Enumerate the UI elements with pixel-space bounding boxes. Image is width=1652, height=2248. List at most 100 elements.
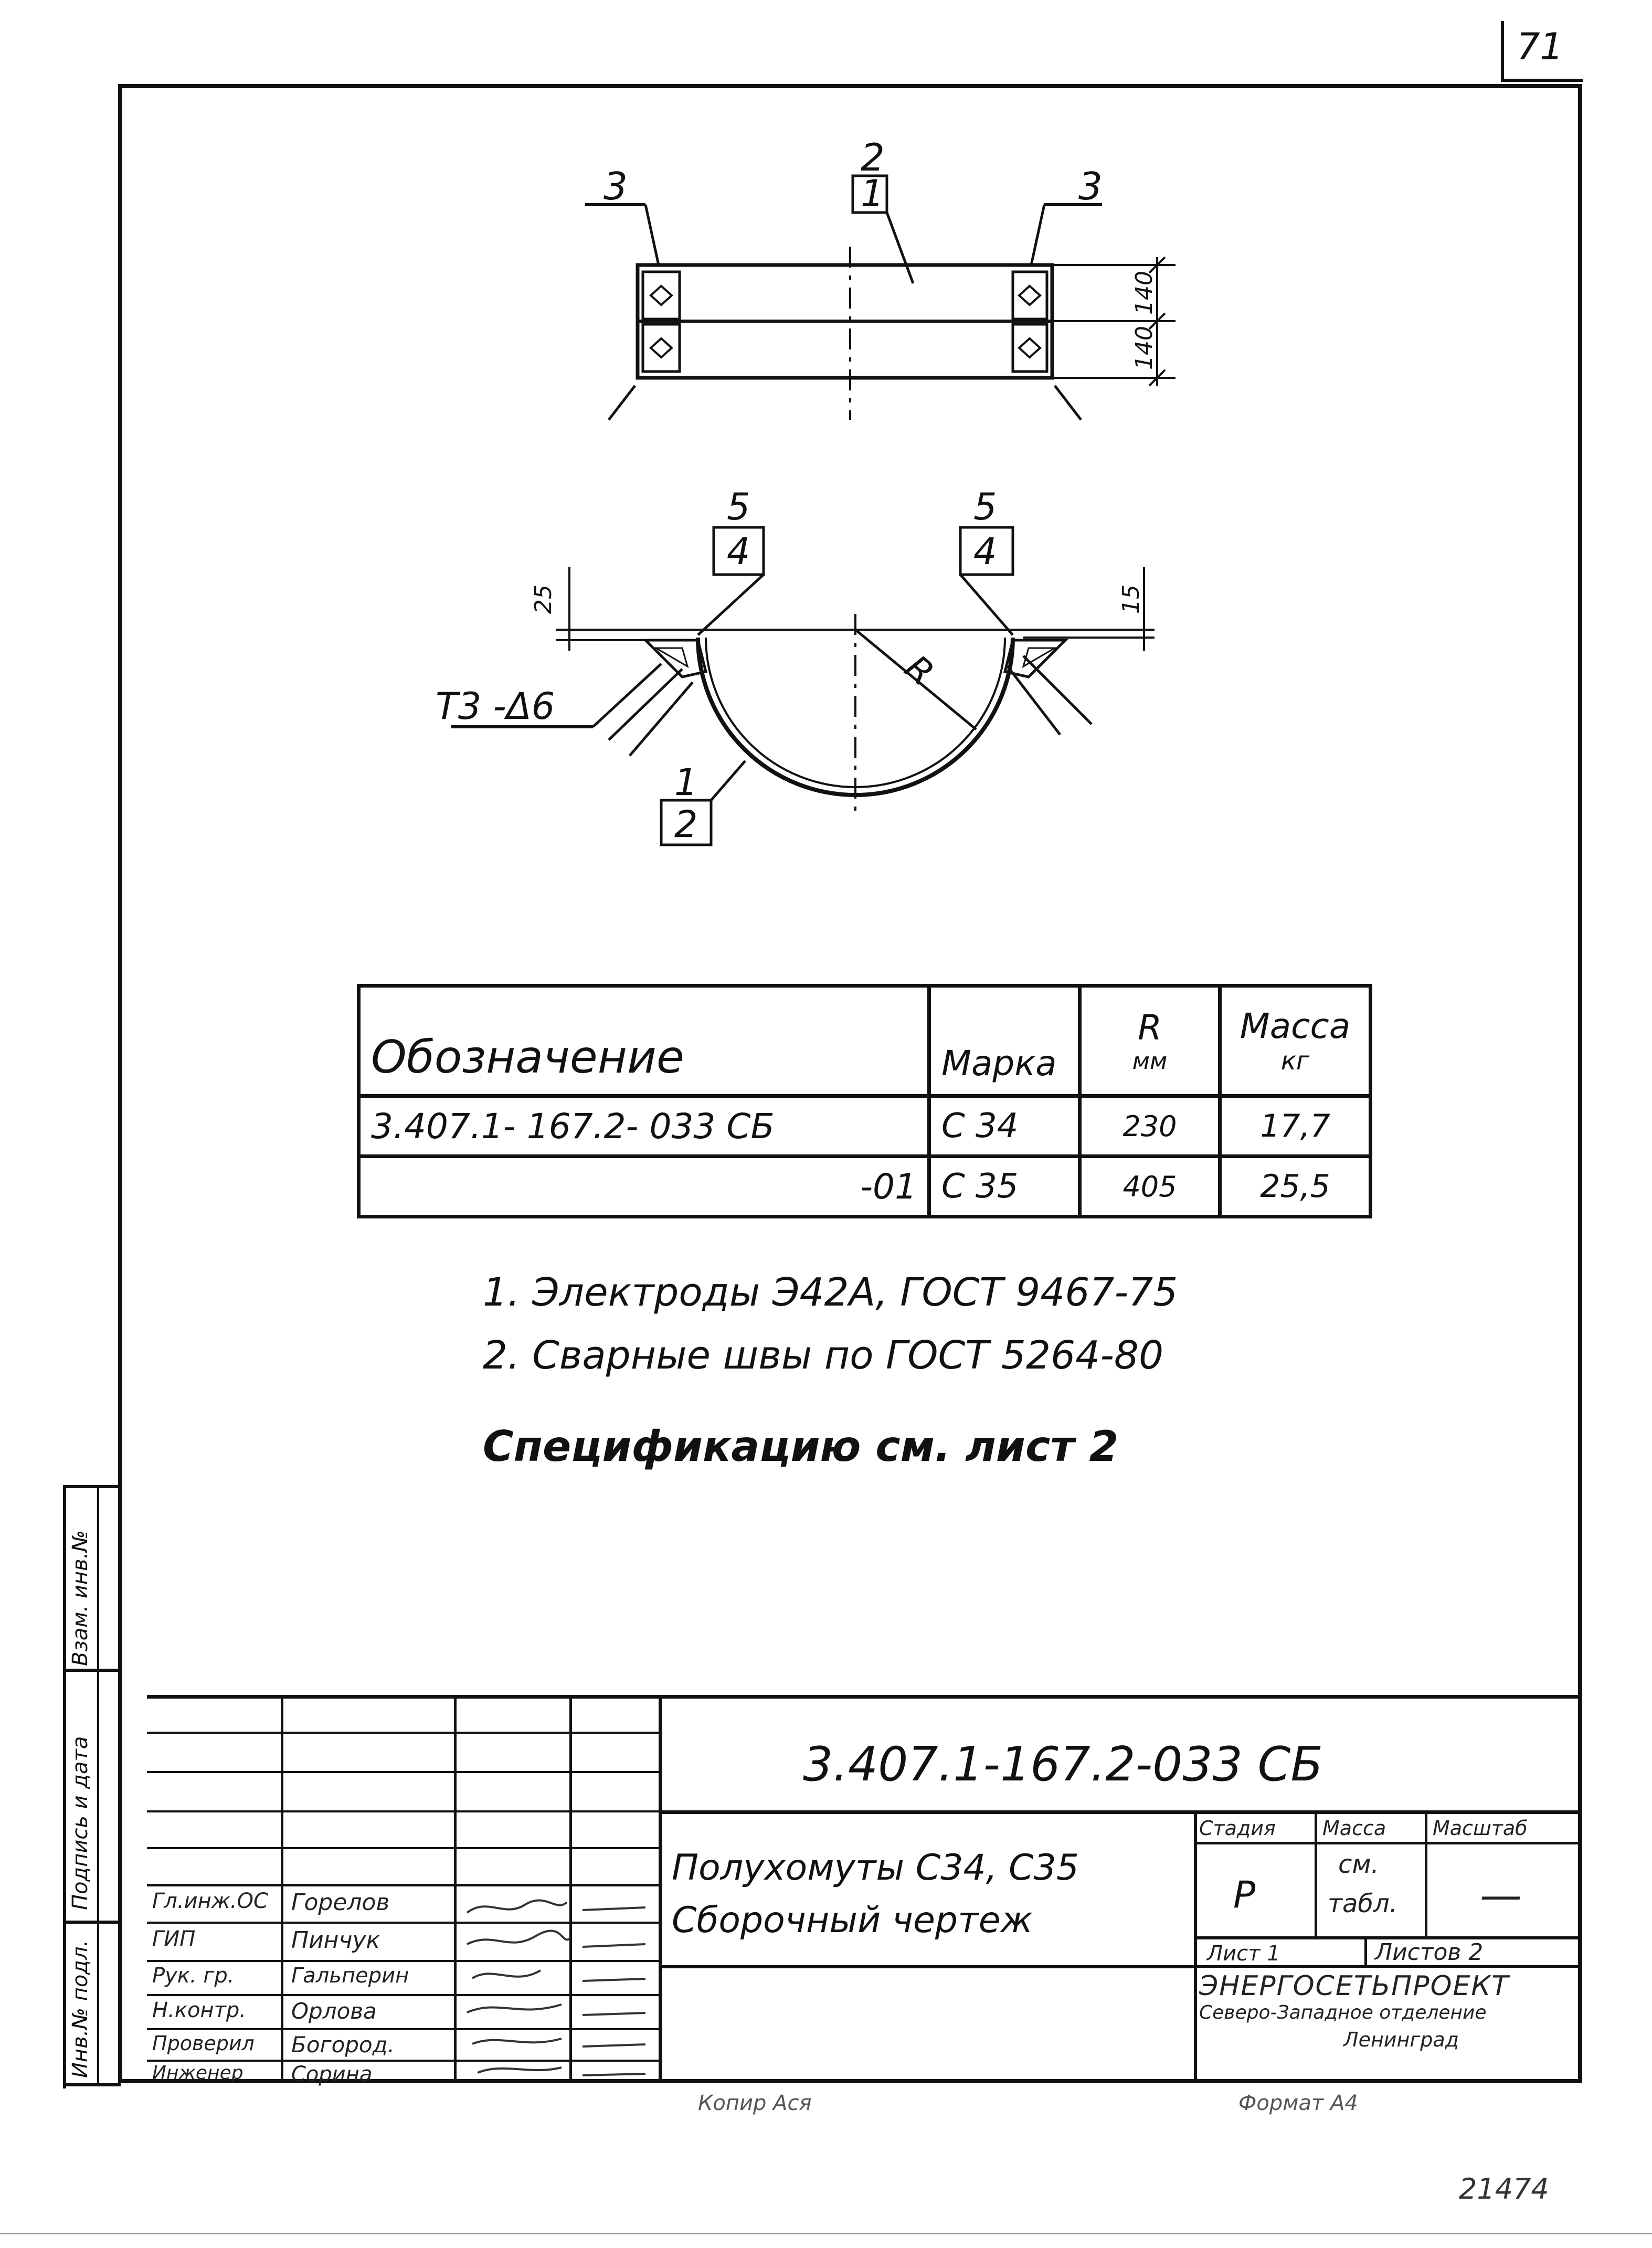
scan-edge <box>0 2233 1652 2234</box>
dim-140-b: 140 <box>1131 326 1158 370</box>
mass-value-2: табл. <box>1328 1889 1397 1918</box>
tb-row1 <box>147 1732 659 1734</box>
front-view <box>451 526 1155 846</box>
side-strip-div2 <box>63 1921 121 1924</box>
copied-label: Копир Ася <box>698 2091 812 2115</box>
role-3: Рук. гр. <box>152 1964 235 1988</box>
row2-mass: 25,5 <box>1218 1154 1372 1218</box>
role-5: Проверил <box>152 2032 255 2055</box>
dim-140-a: 140 <box>1131 271 1158 315</box>
tb-row4 <box>147 1847 659 1849</box>
tb-info-col3 <box>1364 1936 1367 1965</box>
role-6: Инженер <box>152 2062 243 2084</box>
top-view-labels: 3 2 1 3 140 140 <box>603 135 1158 370</box>
role-2: ГИП <box>152 1927 196 1951</box>
leader-5-right: 5 <box>973 485 997 528</box>
sheet-number: 71 <box>1517 25 1564 68</box>
variants-table: Обозначение Марка R мм Масса кг 3.407.1-… <box>357 984 1372 1218</box>
tb-row8 <box>147 1994 659 1996</box>
leader-4-left: 4 <box>727 530 750 573</box>
sheets-label: Листов 2 <box>1375 1939 1484 1966</box>
stage-value: Р <box>1233 1873 1256 1916</box>
row1-mass: 17,7 <box>1218 1094 1372 1158</box>
archive-stamp: 21474 <box>1459 2172 1549 2205</box>
mass-label: Масса <box>1322 1817 1386 1840</box>
row2-designation: -01 <box>357 1154 931 1218</box>
row1-r: 230 <box>1078 1094 1222 1158</box>
title-block-top <box>147 1695 1582 1699</box>
dim-25: 25 <box>530 585 557 614</box>
leader-1-bottom: 1 <box>674 761 698 804</box>
sign-date-label: Подпись и дата <box>68 1736 92 1910</box>
leader-2: 2 <box>861 135 885 179</box>
tb-info-col2 <box>1425 1810 1427 1936</box>
header-mass-label: Масса <box>1240 1006 1351 1046</box>
tb-row6 <box>147 1922 659 1924</box>
header-mass-unit: кг <box>1280 1046 1310 1076</box>
top-view <box>585 174 1176 421</box>
side-strip-inner-line <box>97 1485 99 2086</box>
row2-r: 405 <box>1078 1154 1222 1218</box>
assembly-drawing: 3 2 1 3 140 140 5 4 5 <box>436 135 1176 846</box>
dim-15: 15 <box>1118 585 1145 614</box>
replace-inv-label: Взам. инв.№ <box>68 1530 92 1666</box>
tb-col1 <box>281 1695 283 2083</box>
role-1: Гл.инж.ОС <box>152 1889 268 1913</box>
tb-row5 <box>147 1884 659 1886</box>
side-strip-div1 <box>63 1669 121 1672</box>
tb-col2 <box>454 1695 457 2083</box>
tb-row7 <box>147 1960 659 1962</box>
tb-info-left <box>1194 1810 1197 2083</box>
leader-3-left: 3 <box>603 164 628 208</box>
header-r-symbol: R <box>1138 1007 1162 1048</box>
side-strip-line <box>63 1485 66 2088</box>
row1-mark: С 34 <box>927 1094 1082 1158</box>
sheet-label: Лист 1 <box>1207 1942 1280 1966</box>
tb-row2 <box>147 1771 659 1773</box>
header-mark: Марка <box>927 984 1082 1098</box>
header-mass: Масса кг <box>1218 984 1372 1098</box>
header-r-unit: мм <box>1132 1047 1168 1075</box>
name-4: Орлова <box>291 1998 377 2024</box>
tb-info-row2 <box>1194 1936 1582 1939</box>
title-block-divider <box>659 1695 662 2083</box>
inv-orig-label: Инв.№ подл. <box>68 1939 92 2078</box>
tb-row9 <box>147 2028 659 2030</box>
header-r: R мм <box>1078 984 1222 1098</box>
name-3: Гальперин <box>291 1964 409 1988</box>
drawing-frame <box>118 84 1582 2083</box>
table-row: 3.407.1- 167.2- 033 СБ С 34 230 17,7 <box>357 1094 1372 1158</box>
note-2: 2. Сварные швы по ГОСТ 5264-80 <box>483 1333 1164 1378</box>
tb-col3 <box>569 1695 572 2083</box>
side-strip-bottom <box>63 2083 121 2086</box>
row1-designation: 3.407.1- 167.2- 033 СБ <box>357 1094 931 1158</box>
side-strip-top <box>63 1485 121 1488</box>
leader-4-right: 4 <box>973 530 997 573</box>
table-row: -01 С 35 405 25,5 <box>357 1154 1372 1218</box>
org-line3: Ленинград <box>1343 2028 1459 2051</box>
signatures <box>466 1899 646 2076</box>
tb-code-bottom <box>659 1810 1582 1814</box>
name-1: Горелов <box>291 1889 390 1916</box>
tb-name-bottom <box>659 1965 1194 1968</box>
row2-mark: С 35 <box>927 1154 1082 1218</box>
org-line2: Северо-Западное отделение <box>1199 2002 1487 2023</box>
weld-label: Т3 -Δ6 <box>436 685 555 728</box>
tb-row10 <box>147 2060 659 2062</box>
format-label: Формат А4 <box>1238 2091 1358 2115</box>
leader-2-bottom: 2 <box>674 803 698 846</box>
mass-value-1: см. <box>1338 1850 1379 1879</box>
tb-info-row3 <box>1194 1965 1582 1968</box>
stage-label: Стадия <box>1199 1817 1276 1840</box>
radius-label: R <box>897 647 942 693</box>
name-6: Сорина <box>291 2062 373 2086</box>
scale-label: Масштаб <box>1433 1817 1528 1840</box>
tb-info-col1 <box>1315 1810 1317 1936</box>
doc-name-line2: Сборочный чертеж <box>672 1900 1033 1941</box>
leader-3-right: 3 <box>1078 164 1103 208</box>
header-designation: Обозначение <box>357 984 931 1098</box>
sheet-number-box: 71 <box>1501 21 1583 82</box>
doc-code: 3.407.1-167.2-033 СБ <box>803 1737 1323 1792</box>
note-1: 1. Электроды Э42А, ГОСТ 9467-75 <box>483 1270 1178 1315</box>
doc-name-line1: Полухомуты С34, С35 <box>672 1847 1079 1889</box>
